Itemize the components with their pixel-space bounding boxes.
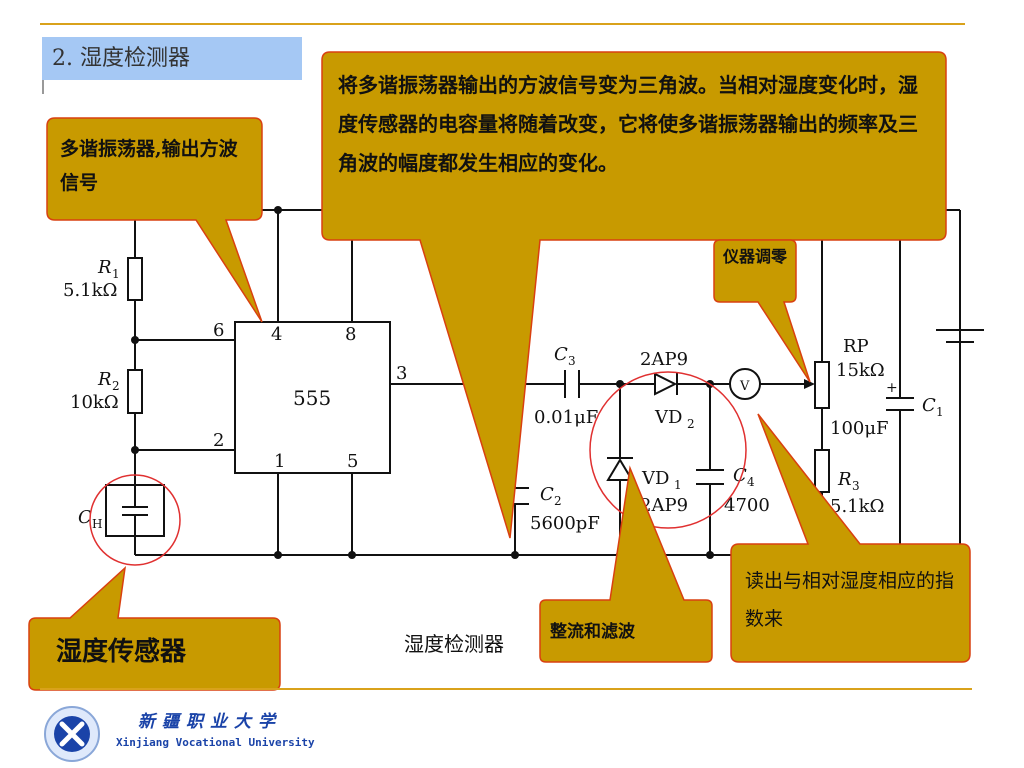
vd1-model: 2AP9 (640, 495, 688, 516)
c4-value: 4700 (724, 495, 770, 516)
vd2-name: VD (654, 407, 682, 428)
r2-value: 10kΩ (70, 392, 119, 413)
c4-name: C (733, 465, 747, 486)
pin-5: 5 (347, 451, 358, 472)
figure-caption: 湿度检测器 (404, 632, 504, 656)
r1-value: 5.1kΩ (63, 280, 117, 301)
r2-sub: 2 (112, 379, 120, 393)
university-name-cn: 新疆职业大学 (138, 712, 282, 732)
vd1-diode (606, 458, 634, 481)
callout-zero-text: 仪器调零 (722, 247, 787, 266)
pin-8: 8 (345, 324, 356, 345)
ic-555 (234, 321, 391, 474)
ch-sub: H (92, 517, 102, 531)
r1-resistor (127, 257, 143, 301)
vd1-sub: 1 (674, 478, 682, 492)
c2-name: C (540, 484, 554, 505)
top-rule (40, 23, 965, 25)
university-logo-icon (44, 706, 100, 762)
r2-resistor (127, 369, 143, 414)
callout-rectify-bubble (539, 465, 713, 663)
r1-sub: 1 (112, 267, 120, 281)
slide-title: 2. 湿度检测器 (42, 37, 302, 80)
rp-name: RP (843, 336, 869, 357)
c3-name: C (554, 344, 568, 365)
pin-2: 2 (213, 430, 224, 451)
r3-sub: 3 (852, 479, 860, 493)
vd2-sub: 2 (687, 417, 695, 431)
callout-zero-bubble (713, 239, 811, 383)
vd1-name: VD (641, 468, 669, 489)
rp-wiper-arrow (804, 379, 815, 389)
title-edge (42, 80, 44, 94)
meter-label: V (739, 379, 750, 394)
c1-sub: 1 (936, 405, 944, 419)
r1-name: R (97, 257, 112, 278)
callout-multivibrator-bubble (46, 117, 263, 323)
bottom-rule (40, 688, 972, 690)
c1-value: 100μF (830, 418, 889, 439)
callout-triangle-bubble (321, 51, 947, 539)
pin-1: 1 (274, 451, 285, 472)
rp-value: 15kΩ (836, 360, 885, 381)
c1-plus: + (886, 380, 898, 396)
callout-triangle-text: 将多谐振荡器输出的方波信号变为三角波。当相对湿度变化时，湿度传感器的电容量将随着… (338, 73, 918, 175)
c1-name: C (922, 395, 936, 416)
c2-value: 5600pF (530, 513, 600, 534)
callout-readout-text: 读出与相对湿度相应的指数来 (745, 570, 955, 630)
r3-resistor (814, 449, 830, 493)
pin-6: 6 (213, 320, 224, 341)
voltmeter (729, 368, 761, 400)
callout-multivibrator-text: 多谐振荡器,输出方波信号 (60, 138, 238, 194)
ic-label: 555 (293, 386, 331, 410)
sensor-highlight-circle (89, 474, 181, 566)
vd2-model: 2AP9 (640, 349, 688, 370)
rectifier-highlight-circle (589, 371, 747, 529)
callout-sensor-text: 湿度传感器 (56, 637, 187, 667)
university-name-en: Xinjiang Vocational University (116, 736, 315, 749)
c2-sub: 2 (554, 494, 562, 508)
pin-4: 4 (271, 324, 282, 345)
rp-resistor (814, 361, 830, 409)
r3-value: 5.1kΩ (830, 496, 884, 517)
callout-readout-bubble (730, 413, 971, 663)
c4-sub: 4 (747, 475, 755, 489)
r3-name: R (837, 469, 852, 490)
ch-name: C (78, 507, 92, 528)
callout-rectify-text: 整流和滤波 (550, 622, 635, 642)
vd2-diode (654, 372, 678, 396)
r2-name: R (97, 369, 112, 390)
c3-value: 0.01μF (534, 407, 598, 428)
c3-sub: 3 (568, 354, 576, 368)
pin-3: 3 (396, 363, 407, 384)
